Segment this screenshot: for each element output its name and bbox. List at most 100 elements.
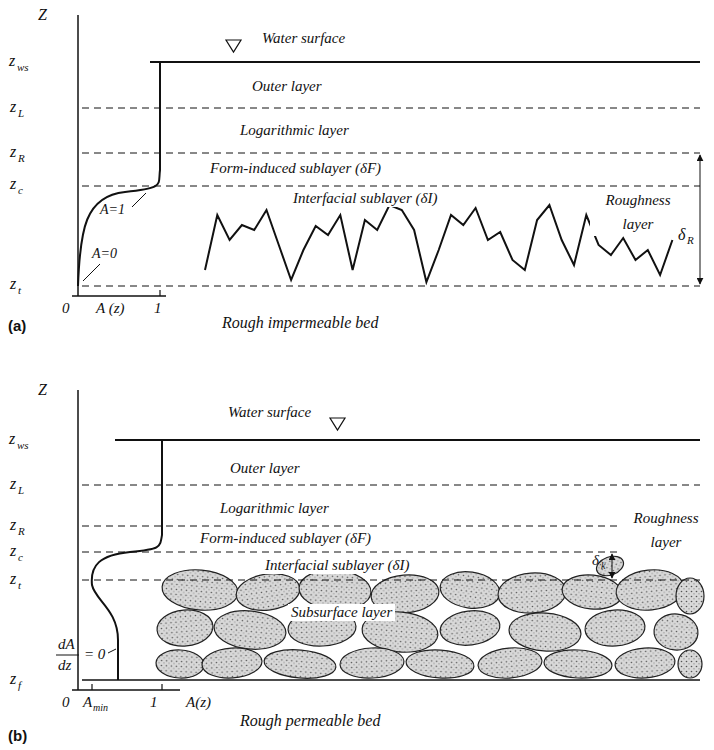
layer-label: min: [93, 702, 108, 713]
sediment-grain: [676, 578, 704, 614]
layer-label: ws: [17, 439, 29, 451]
sediment-grain: [160, 567, 239, 613]
layer-label: Subsurface layer: [288, 604, 395, 621]
layer-label: 0: [62, 300, 70, 317]
dashed-level: [82, 580, 700, 581]
layer-label: t: [18, 284, 21, 296]
layer-label: Rough permeable bed: [240, 712, 380, 730]
dashed-level: [82, 485, 700, 486]
sediment-grain: [614, 567, 686, 614]
sediment-grain: [584, 608, 646, 648]
dashed-level: [82, 286, 700, 287]
layer-label: Interfacial sublayer (δI): [262, 557, 412, 574]
layer-label: R: [18, 152, 25, 164]
layer-label: z: [10, 475, 16, 493]
layer-label: Logarithmic layer: [240, 122, 349, 139]
layer-label: 0: [62, 694, 70, 711]
sediment-grain: [560, 572, 623, 612]
sediment-grain: [653, 612, 700, 652]
layer-label: 1: [154, 300, 162, 317]
fraction-bar: [56, 655, 79, 656]
layer-label: z: [9, 52, 15, 70]
layer-label: ws: [17, 61, 29, 73]
sediment-grain: [438, 568, 502, 612]
layer-label: (a): [8, 318, 26, 335]
sediment-grain: [438, 607, 502, 648]
layer-label: = 0: [84, 646, 105, 663]
sediment-grain: [508, 611, 582, 654]
a-profile-curve: [92, 440, 162, 680]
z-axis: [77, 15, 79, 296]
layer-label: dA: [58, 636, 75, 653]
layer-label: δ: [678, 226, 685, 244]
sediment-grain: [477, 645, 543, 680]
layer-label: Outer layer: [252, 78, 322, 95]
layer-label: A=0: [92, 246, 117, 261]
dashed-level: [82, 153, 700, 154]
layer-label: Water surface: [262, 30, 345, 47]
layer-label: z: [10, 98, 16, 116]
layer-label: R: [18, 525, 25, 537]
layer-label: A=1: [100, 202, 125, 217]
dimension-bracket: [612, 554, 613, 578]
layer-label: Roughness layer: [622, 506, 710, 554]
dashed-level: [82, 552, 700, 553]
layer-label: dz: [58, 657, 71, 674]
layer-label: L: [18, 107, 24, 119]
sediment-grain: [339, 646, 404, 679]
layer-label: Z: [38, 6, 47, 24]
leader-line: [132, 193, 146, 207]
layer-label: A(z): [186, 694, 211, 711]
dashed-level: [82, 186, 700, 187]
layer-label: Roughness layer: [590, 188, 686, 236]
layer-label: k: [601, 560, 605, 571]
layer-label: z: [10, 275, 16, 293]
layer-label: f: [18, 679, 21, 691]
axis-tick: [161, 684, 162, 690]
leader-line: [83, 264, 100, 281]
axis-tick: [159, 290, 160, 296]
sediment-grain: [678, 650, 702, 678]
layer-label: R: [687, 234, 694, 246]
sediment-grain: [263, 647, 337, 681]
layer-label: c: [18, 551, 23, 563]
layer-label: Water surface: [228, 404, 311, 421]
layer-label: Form-induced sublayer (δF): [210, 160, 381, 177]
a-profile-curve: [78, 62, 160, 286]
sediment-grain: [155, 649, 204, 679]
layer-label: Form-induced sublayer (δF): [200, 530, 371, 547]
sediment-grain: [212, 607, 288, 652]
layer-label: z: [10, 542, 16, 560]
layer-label: Interfacial sublayer (δI): [290, 190, 440, 207]
layer-label: t: [18, 579, 21, 591]
layer-label: Logarithmic layer: [220, 500, 329, 517]
dashed-level: [82, 526, 700, 527]
dimension-bracket: [700, 155, 701, 284]
layer-label: (b): [8, 728, 27, 745]
water-surface-line: [115, 439, 700, 441]
layer-label: A: [83, 694, 92, 711]
layer-label: z: [10, 175, 16, 193]
layer-label: A (z): [96, 300, 124, 317]
a-axis: [72, 689, 180, 691]
axis-tick: [91, 684, 92, 690]
layer-label: c: [18, 184, 23, 196]
layer-label: Z: [38, 381, 47, 399]
layer-label: δ: [592, 552, 599, 569]
leader-line: [108, 649, 116, 653]
sediment-grain: [405, 648, 475, 681]
layer-label: 1: [150, 694, 158, 711]
layer-label: z: [9, 430, 15, 448]
sediment-grain: [156, 608, 215, 649]
sediment-grain: [614, 646, 676, 680]
layer-label: Outer layer: [230, 460, 300, 477]
layer-label: z: [10, 670, 16, 688]
layer-label: Rough impermeable bed: [222, 314, 378, 332]
layer-label: z: [10, 143, 16, 161]
dashed-level: [82, 108, 700, 109]
bed-bottom-line: [82, 679, 700, 681]
layer-label: L: [18, 484, 24, 496]
